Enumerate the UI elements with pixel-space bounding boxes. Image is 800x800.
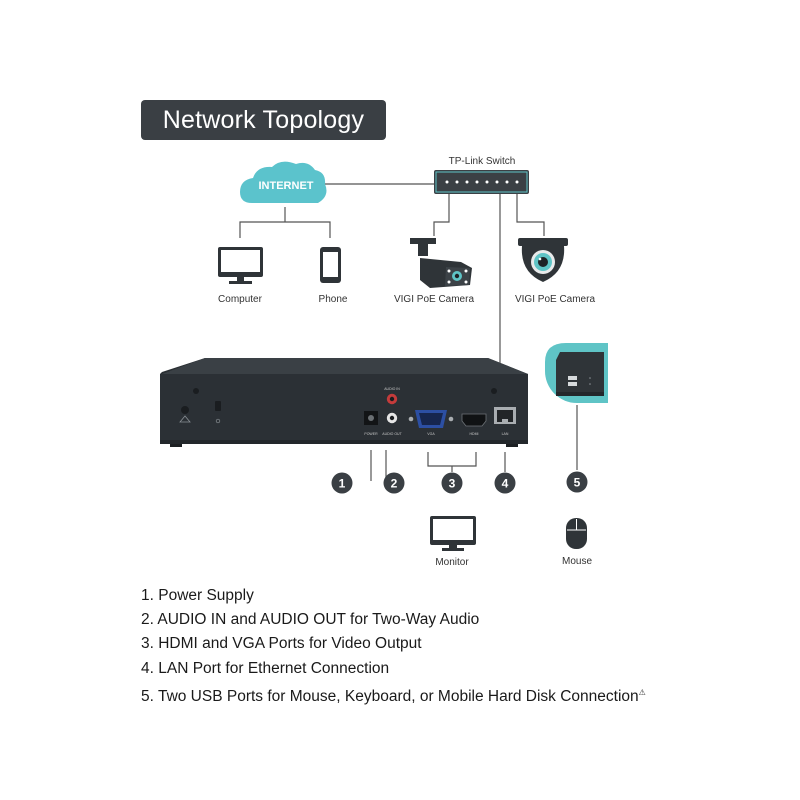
legend-item: 4. LAN Port for Ethernet Connection (141, 659, 390, 677)
svg-text:5: 5 (574, 476, 581, 490)
switch-bullet-camera-link (433, 194, 450, 236)
turret-camera-icon (518, 238, 568, 282)
warning-note-icon: ⚠ (638, 687, 646, 697)
mouse-icon (566, 518, 587, 549)
cloud-branch-line (239, 221, 331, 238)
switch-turret-camera-link (516, 194, 545, 236)
lan-label: LAN (502, 432, 509, 436)
marker-2: 2 (383, 472, 405, 494)
bullet-camera-label: VIGI PoE Camera (394, 294, 474, 305)
audio-in-label: AUDIO IN (384, 387, 400, 391)
feature-legend: 1. Power Supply 2. AUDIO IN and AUDIO OU… (141, 584, 646, 709)
internet-cloud-icon: INTERNET (240, 161, 327, 203)
svg-text:1: 1 (339, 477, 346, 491)
turret-camera-label: VIGI PoE Camera (515, 294, 595, 305)
marker-5: 5 (566, 471, 588, 493)
svg-text:2: 2 (391, 477, 398, 491)
usb-port-icon (568, 382, 577, 386)
hdmi-label: HDMI (470, 432, 479, 436)
marker-3: 3 (441, 472, 463, 494)
vga-label: VGA (427, 432, 435, 436)
switch-icon (434, 170, 529, 194)
phone-icon (320, 247, 341, 283)
legend-item: 1. Power Supply (141, 587, 254, 604)
mouse-label: Mouse (562, 556, 592, 567)
monitor-label: Monitor (435, 557, 469, 568)
legend-item: 5. Two USB Ports for Mouse, Keyboard, or… (141, 687, 646, 705)
svg-text:3: 3 (449, 477, 456, 491)
legend-item: 2. AUDIO IN and AUDIO OUT for Two-Way Au… (141, 611, 480, 629)
switch-label: TP-Link Switch (449, 156, 516, 167)
computer-icon (218, 247, 263, 284)
legend-item: 3. HDMI and VGA Ports for Video Output (141, 635, 422, 653)
page-title: Network Topology (141, 100, 386, 140)
bullet-camera-icon (410, 238, 472, 288)
marker-1: 1 (331, 472, 353, 494)
computer-label: Computer (218, 294, 263, 305)
kensington-lock-icon (215, 401, 221, 411)
usb-port-icon (568, 376, 577, 380)
phone-label: Phone (319, 294, 348, 305)
hdmi-port-icon (461, 413, 487, 427)
video-bracket (427, 452, 477, 467)
internet-label: INTERNET (259, 180, 314, 192)
svg-text:4: 4 (502, 477, 509, 491)
marker-4: 4 (494, 472, 516, 494)
usb-callout (545, 343, 608, 403)
nvr-device: POWER AUDIO IN AUDIO OUT VGA HDMI LAN (160, 358, 528, 447)
audio-out-label: AUDIO OUT (382, 432, 402, 436)
number-markers: 1 2 3 4 5 (331, 471, 588, 494)
power-port-label: POWER (364, 432, 378, 436)
ground-screw-icon (181, 406, 189, 414)
monitor-icon (430, 516, 476, 551)
